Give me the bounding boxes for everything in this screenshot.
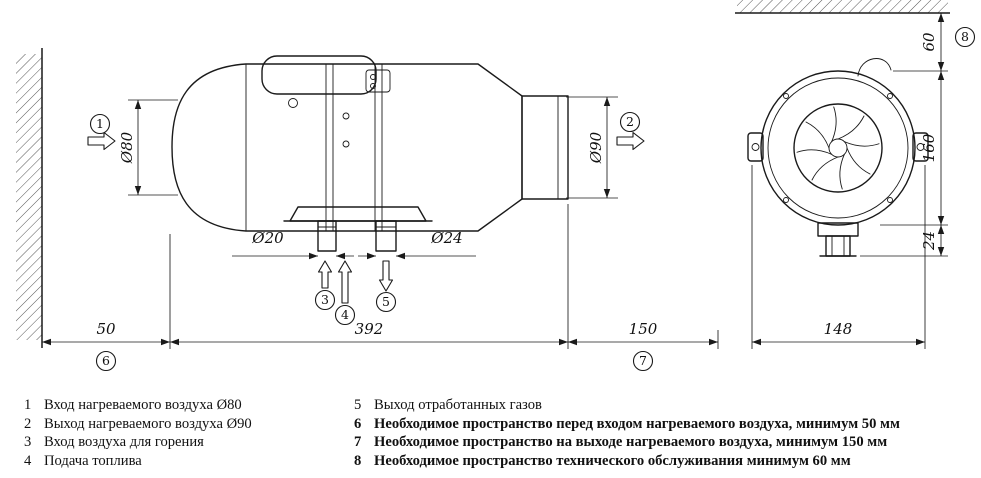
front-dimensions: 60 160 24 148 — [751, 12, 948, 349]
dim-d24: Ø24 — [430, 229, 462, 247]
air-outlet-arrow — [616, 131, 645, 151]
legend-item-2: 2 Выход нагреваемого воздуха Ø90 — [24, 415, 354, 434]
legend-num: 1 — [24, 397, 32, 413]
fuel-arrow — [337, 260, 353, 304]
legend-item-5: 5 Выход отработанных газов — [354, 396, 969, 415]
left-wall — [16, 48, 43, 348]
svg-text:6: 6 — [102, 353, 110, 368]
dim-d20: Ø20 — [251, 229, 284, 247]
right-mount-tab — [912, 132, 929, 162]
legend-text: Вход воздуха для горения — [44, 434, 204, 451]
fan-impeller — [796, 106, 880, 190]
dim-d80: Ø80 — [118, 131, 136, 164]
dim-d90: Ø90 — [587, 131, 605, 164]
combustion-air-pipe — [317, 220, 337, 252]
dim-150: 150 — [629, 320, 658, 338]
callout-6: 6 — [95, 350, 117, 372]
svg-text:3: 3 — [321, 292, 329, 307]
legend-item-8: 8 Необходимое пространство технического … — [354, 452, 969, 471]
legend-item-1: 1 Вход нагреваемого воздуха Ø80 — [24, 396, 354, 415]
dim-24: 24 — [920, 231, 938, 251]
heater-front-view — [747, 58, 929, 257]
callout-8: 8 — [954, 26, 976, 48]
legend-num: 7 — [354, 434, 362, 451]
legend-num: 5 — [354, 397, 362, 413]
legend: 1 Вход нагреваемого воздуха Ø80 2 Выход … — [24, 396, 969, 470]
svg-text:7: 7 — [639, 353, 647, 368]
legend-item-7: 7 Необходимое пространство на выходе наг… — [354, 433, 969, 452]
callout-7: 7 — [632, 350, 654, 372]
legend-column-left: 1 Вход нагреваемого воздуха Ø80 2 Выход … — [24, 396, 354, 470]
legend-num: 6 — [354, 415, 362, 432]
bottom-bracket — [817, 222, 859, 257]
svg-text:4: 4 — [341, 307, 349, 322]
legend-item-4: 4 Подача топлива — [24, 452, 354, 471]
legend-text: Необходимое пространство перед входом на… — [374, 415, 900, 432]
legend-num: 3 — [24, 434, 32, 451]
dim-148: 148 — [824, 320, 853, 338]
legend-num: 4 — [24, 452, 32, 469]
side-dimensions: Ø80 Ø90 Ø20 Ø24 50 392 150 — [42, 96, 719, 349]
legend-text: Подача топлива — [44, 452, 142, 469]
legend-text: Вход нагреваемого воздуха Ø80 — [44, 397, 242, 413]
svg-text:2: 2 — [626, 114, 634, 129]
dim-160: 160 — [920, 133, 938, 162]
callout-1: 1 — [89, 113, 111, 135]
legend-item-6: 6 Необходимое пространство перед входом … — [354, 415, 969, 434]
dim-392: 392 — [355, 320, 384, 338]
legend-text: Необходимое пространство технического об… — [374, 452, 851, 469]
technical-drawing: Ø80 Ø90 Ø20 Ø24 50 392 150 1 2 3 — [16, 0, 976, 372]
heater-side-view — [171, 55, 569, 252]
top-wall — [735, 0, 950, 14]
legend-num: 2 — [24, 415, 32, 432]
heater-body — [171, 63, 523, 232]
exhaust-pipe — [375, 220, 397, 252]
outlet-pipe — [521, 95, 569, 200]
air-inlet-arrow — [87, 131, 116, 151]
callout-3: 3 — [314, 289, 336, 311]
clamp-band — [325, 63, 383, 232]
mounting-flange — [283, 206, 433, 222]
dim-50: 50 — [96, 320, 116, 338]
top-cover — [261, 55, 377, 95]
top-handle — [857, 58, 892, 77]
legend-text: Выход нагреваемого воздуха Ø90 — [44, 415, 252, 432]
legend-column-right: 5 Выход отработанных газов 6 Необходимое… — [354, 396, 969, 470]
dim-60: 60 — [920, 32, 938, 52]
legend-item-3: 3 Вход воздуха для горения — [24, 433, 354, 452]
left-mount-tab — [747, 132, 764, 162]
svg-text:8: 8 — [961, 29, 969, 44]
exhaust-arrow — [378, 260, 394, 292]
svg-text:5: 5 — [382, 294, 390, 309]
svg-text:1: 1 — [96, 116, 104, 131]
legend-num: 8 — [354, 452, 362, 469]
callout-2: 2 — [619, 111, 641, 133]
combustion-air-arrow — [317, 260, 333, 289]
callout-5: 5 — [375, 291, 397, 313]
legend-text: Выход отработанных газов — [374, 397, 542, 413]
legend-text: Необходимое пространство на выходе нагре… — [374, 434, 888, 451]
callout-4: 4 — [334, 304, 356, 326]
